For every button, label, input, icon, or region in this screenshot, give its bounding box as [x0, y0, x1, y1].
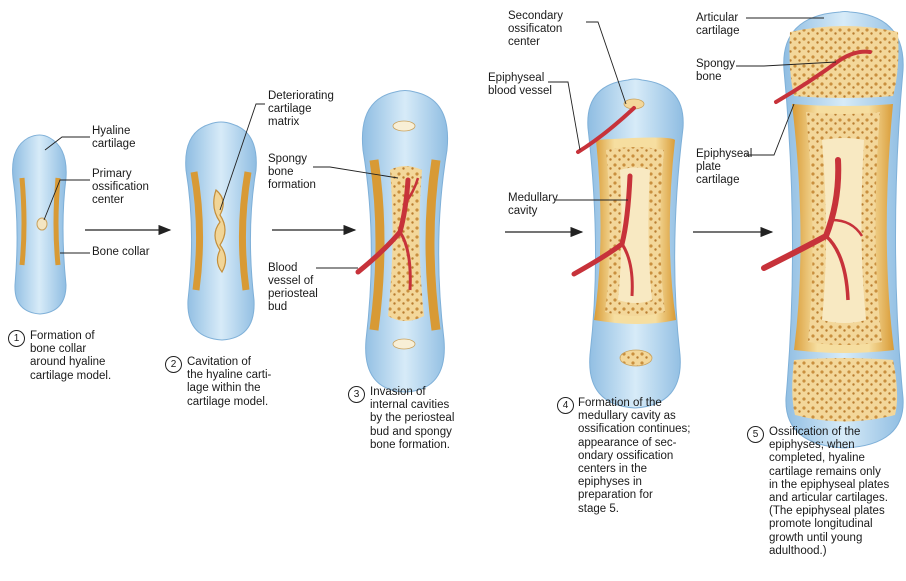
stage-3-number: 3: [348, 386, 365, 403]
label-blood-vessel-periosteal-bud: Blood vessel of periosteal bud: [268, 262, 318, 314]
stage-3-bone: [358, 91, 448, 393]
stage-2-bone: [186, 122, 257, 340]
stage-1-number: 1: [8, 330, 25, 347]
label-articular-cartilage: Articular cartilage: [696, 12, 739, 38]
stage-4-bone: [574, 79, 683, 408]
label-epiphyseal-blood-vessel: Epiphyseal blood vessel: [488, 72, 552, 98]
bone-collar-left: [22, 178, 24, 265]
stage-4-caption: Formation of the medullary cavity as oss…: [578, 397, 691, 516]
stage-5-caption: Ossification of the epiphyses; when comp…: [769, 426, 889, 558]
stage-4-number: 4: [557, 397, 574, 414]
primary-center-mark: [37, 218, 47, 230]
label-primary-ossification-center: Primary ossification center: [92, 168, 149, 207]
label-medullary-cavity: Medullary cavity: [508, 192, 558, 218]
label-bone-collar: Bone collar: [92, 246, 150, 259]
stage-3-caption: Invasion of internal cavities by the per…: [370, 386, 454, 452]
label-deteriorating-cartilage-matrix: Deteriorating cartilage matrix: [268, 90, 334, 129]
label-hyaline-cartilage: Hyaline cartilage: [92, 125, 135, 151]
label-secondary-ossification-center: Secondary ossificaton center: [508, 10, 563, 49]
label-spongy-bone-formation: Spongy bone formation: [268, 153, 316, 192]
stage-5-bone: [764, 12, 903, 449]
bone-collar-right: [56, 178, 58, 265]
label-epiphyseal-plate-cartilage: Epiphyseal plate cartilage: [696, 148, 752, 187]
stage-5-number: 5: [747, 426, 764, 443]
stage-1-bone: [13, 135, 67, 314]
stage-2-number: 2: [165, 356, 182, 373]
stage-2-caption: Cavitation of the hyaline carti- lage wi…: [187, 356, 271, 409]
stage-1-caption: Formation of bone collar around hyaline …: [30, 330, 111, 383]
label-spongy-bone: Spongy bone: [696, 58, 735, 84]
